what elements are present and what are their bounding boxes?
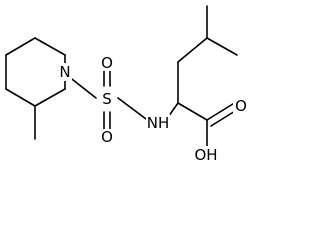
leucine-backbone [165, 5, 241, 150]
svg-text:O: O [235, 97, 247, 115]
chemical-structure: N S O O NH O OH [5, 5, 249, 164]
svg-text:S: S [102, 90, 112, 108]
atom-label-sulfur: S [99, 90, 115, 108]
atom-label-n-ring: N [58, 63, 72, 81]
svg-text:O: O [101, 54, 113, 72]
atom-label-oxygen-top: O [100, 54, 114, 72]
sulfonyl-group [67, 67, 151, 131]
svg-text:O: O [101, 128, 113, 146]
atom-label-carbonyl-oxygen: O [233, 97, 249, 115]
piperidine-ring [5, 37, 66, 140]
svg-text:OH: OH [194, 146, 217, 164]
svg-text:NH: NH [147, 114, 170, 132]
svg-text:N: N [59, 63, 70, 81]
atom-label-oxygen-bottom: O [100, 128, 114, 146]
atom-label-nh: NH [146, 114, 170, 132]
atom-label-hydroxyl: OH [193, 146, 219, 164]
